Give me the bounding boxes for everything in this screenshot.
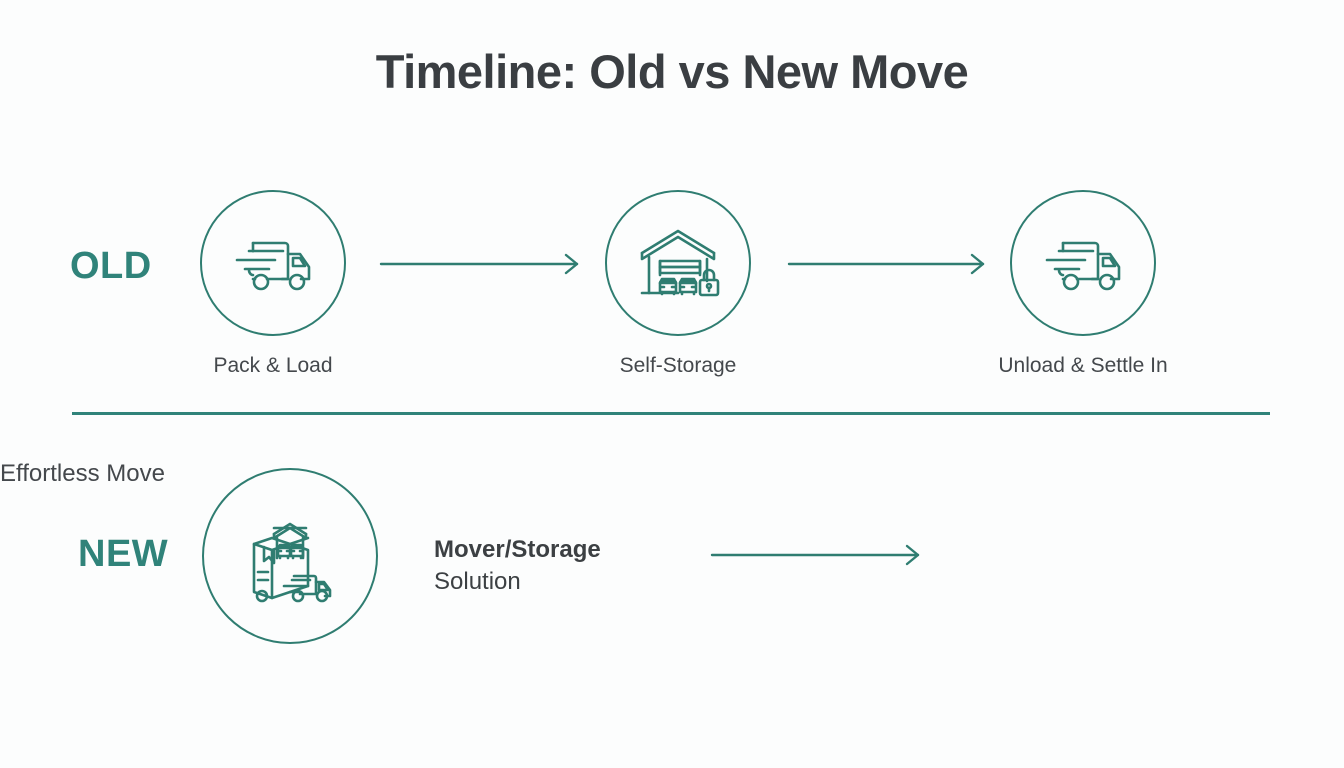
step-unload-and-settle-in[interactable]: Unload & Settle In: [985, 190, 1181, 378]
section-divider: [72, 412, 1270, 415]
step-mover-storage-solution[interactable]: [200, 468, 380, 644]
step-self-storage[interactable]: Self-Storage: [580, 190, 776, 378]
solution-caption: Mover/Storage Solution: [434, 534, 674, 598]
step-icon-circle: [1010, 190, 1156, 336]
arrow-solution-to-result: [710, 543, 924, 567]
step-pack-and-load[interactable]: Pack & Load: [175, 190, 371, 378]
delivery-truck-icon: [1037, 227, 1129, 299]
box-storage-truck-icon: [234, 504, 346, 608]
step-caption: Self-Storage: [619, 354, 737, 377]
arrow-pack-to-storage: [379, 252, 583, 276]
delivery-truck-icon: [227, 227, 319, 299]
result-label-effortless-move: Effortless Move: [0, 460, 165, 487]
storage-warehouse-icon: [632, 223, 724, 303]
page-title: Timeline: Old vs New Move: [375, 45, 969, 98]
timeline-row-old: OLD: [0, 175, 1344, 395]
row-label-new: NEW: [78, 533, 169, 575]
solution-caption-line1: Mover/Storage: [434, 536, 601, 563]
step-icon-circle: [202, 468, 378, 644]
arrow-storage-to-unload: [787, 252, 989, 276]
solution-caption-line2: Solution: [434, 568, 521, 595]
step-caption: Pack & Load: [213, 354, 333, 377]
step-icon-circle: [200, 190, 346, 336]
timeline-row-new: NEW: [0, 460, 1344, 670]
step-icon-circle: [605, 190, 751, 336]
step-caption: Unload & Settle In: [998, 354, 1168, 377]
row-label-old: OLD: [70, 245, 152, 287]
